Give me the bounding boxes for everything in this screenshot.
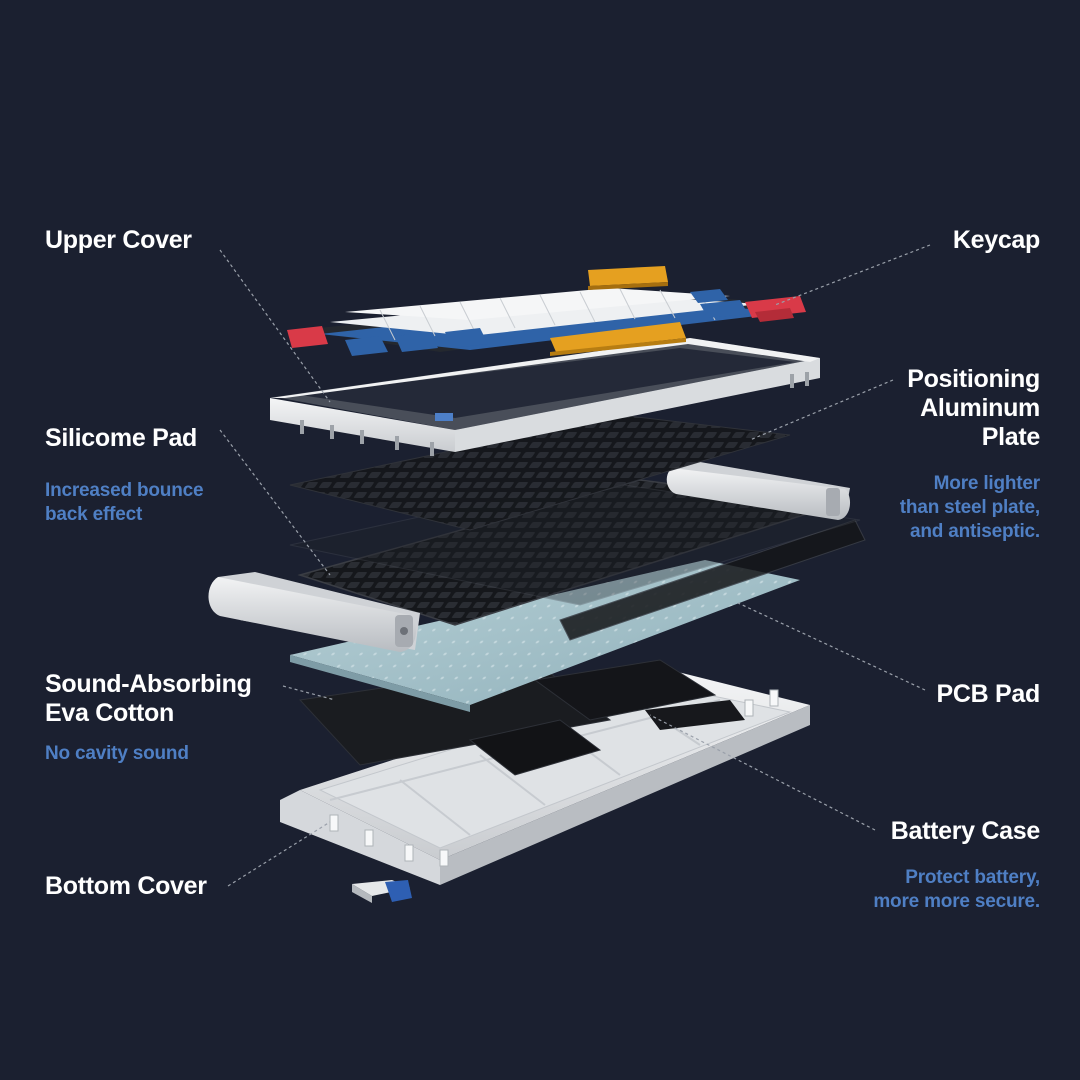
side-bar-left [208, 572, 420, 652]
leader-upper-cover [219, 249, 331, 403]
battery-part [352, 880, 412, 903]
label-pcb-pad: PCB Pad [936, 680, 1041, 708]
label-positioning-plate: Positioning Aluminum Plate [907, 365, 1040, 451]
label-silicone-pad: Silicome Pad [45, 424, 198, 452]
leader-bottom-cover [227, 821, 331, 887]
leader-positioning-plate [749, 379, 894, 441]
battery-case-part [298, 659, 745, 776]
label-keycap: Keycap [952, 226, 1040, 254]
note-positioning-plate: More lighter than steel plate, and antis… [899, 473, 1040, 542]
side-bar-right [666, 462, 851, 520]
label-upper-cover: Upper Cover [45, 226, 192, 254]
keycap-part [287, 266, 806, 356]
label-bottom-cover: Bottom Cover [45, 872, 207, 900]
pcb-pad-part [290, 519, 866, 712]
leader-lines [219, 244, 931, 887]
leader-silicone-pad [219, 429, 331, 576]
label-sound-absorbing: Sound-Absorbing Eva Cotton [45, 670, 252, 727]
note-silicone-pad: Increased bounce back effect [45, 480, 204, 525]
leader-pcb-pad [737, 602, 926, 691]
leader-battery-case [649, 714, 876, 831]
upper-cover-part [270, 338, 820, 456]
note-sound-absorbing: No cavity sound [45, 743, 189, 764]
note-battery-case: Protect battery, more more secure. [873, 867, 1040, 912]
keycap-rows [287, 266, 806, 356]
leader-sound-absorbing [282, 685, 336, 701]
leader-keycap [774, 244, 931, 306]
label-battery-case: Battery Case [890, 817, 1041, 845]
